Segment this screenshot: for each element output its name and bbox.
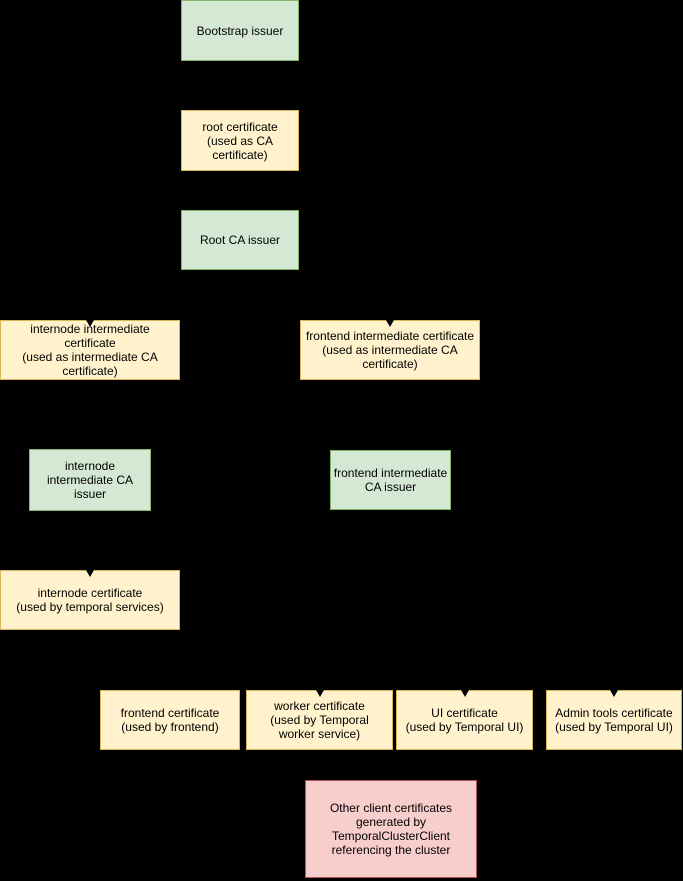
arrowhead-icon — [86, 570, 94, 577]
node-bootstrap-issuer: Bootstrap issuer — [181, 0, 299, 61]
node-label: UI certificate (used by Temporal UI) — [405, 706, 524, 734]
arrowhead-icon — [610, 690, 618, 697]
node-label: internode certificate (used by temporal … — [16, 586, 164, 614]
node-label: frontend intermediate CA issuer — [333, 466, 448, 494]
node-label: Root CA issuer — [199, 233, 281, 247]
node-ui-certificate: UI certificate (used by Temporal UI) — [396, 690, 533, 750]
node-label: Bootstrap issuer — [196, 23, 284, 38]
node-label: Other client certificates generated by T… — [329, 801, 453, 857]
arrowhead-icon — [460, 690, 469, 697]
node-internode-certificate: internode certificate (used by temporal … — [0, 570, 180, 630]
node-label: Admin tools certificate (used by Tempora… — [555, 706, 673, 734]
node-frontend-intermediate-ca-issuer: frontend intermediate CA issuer — [330, 450, 451, 510]
node-label: frontend intermediate certificate (used … — [305, 329, 475, 371]
node-label: internode intermediate CA issuer — [46, 459, 134, 501]
node-label: worker certificate (used by Temporal wor… — [270, 699, 369, 741]
node-internode-intermediate-certificate: internode intermediate certificate (used… — [0, 320, 180, 380]
node-label: frontend certificate (used by frontend) — [120, 706, 220, 734]
node-worker-certificate: worker certificate (used by Temporal wor… — [246, 690, 393, 750]
arrowhead-icon — [315, 690, 324, 697]
node-label: internode intermediate certificate (used… — [22, 322, 158, 378]
node-admin-tools-certificate: Admin tools certificate (used by Tempora… — [546, 690, 682, 750]
node-label: root certificate (used as CA certificate… — [202, 119, 278, 162]
node-internode-intermediate-ca-issuer: internode intermediate CA issuer — [29, 449, 151, 511]
node-other-client-certificates: Other client certificates generated by T… — [305, 780, 477, 878]
node-frontend-certificate: frontend certificate (used by frontend) — [100, 690, 240, 750]
node-frontend-intermediate-certificate: frontend intermediate certificate (used … — [300, 320, 480, 380]
arrowhead-icon — [386, 320, 394, 327]
node-root-certificate: root certificate (used as CA certificate… — [181, 110, 299, 171]
arrowhead-icon — [86, 320, 94, 327]
node-root-ca-issuer: Root CA issuer — [181, 210, 299, 270]
